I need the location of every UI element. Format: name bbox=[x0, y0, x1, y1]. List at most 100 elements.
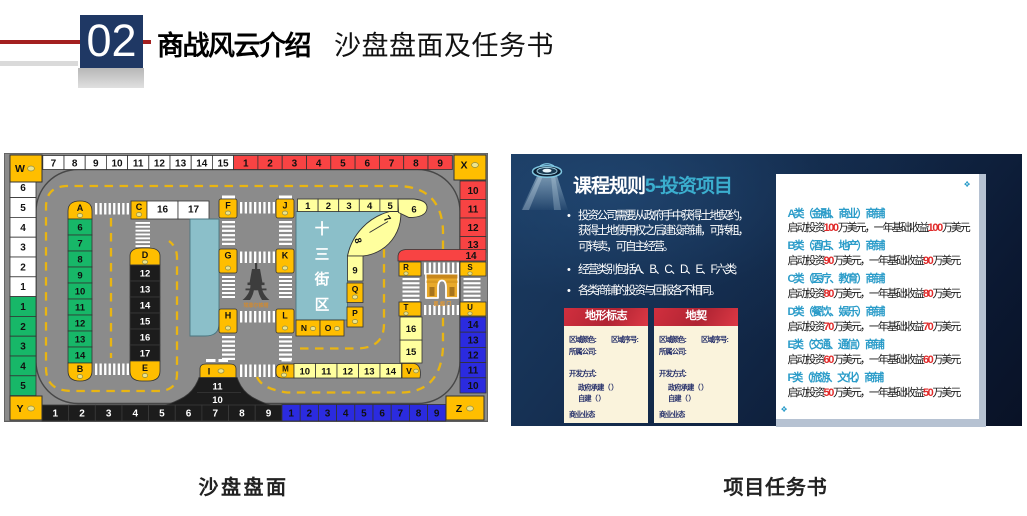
svg-text:Z: Z bbox=[456, 403, 463, 415]
svg-text:16: 16 bbox=[140, 332, 151, 343]
svg-text:10: 10 bbox=[212, 395, 223, 406]
svg-text:12: 12 bbox=[140, 268, 151, 279]
svg-text:13: 13 bbox=[175, 159, 187, 170]
svg-text:6: 6 bbox=[186, 409, 192, 420]
svg-text:十: 十 bbox=[315, 220, 330, 238]
svg-text:17: 17 bbox=[188, 205, 200, 216]
svg-text:4: 4 bbox=[343, 409, 349, 420]
svg-text:13: 13 bbox=[364, 367, 375, 378]
svg-text:7: 7 bbox=[381, 214, 393, 225]
svg-text:2: 2 bbox=[307, 409, 313, 420]
svg-text:2: 2 bbox=[20, 322, 26, 333]
svg-text:8: 8 bbox=[352, 237, 364, 245]
svg-text:10: 10 bbox=[111, 159, 123, 170]
svg-text:T: T bbox=[404, 303, 409, 312]
svg-text:13: 13 bbox=[140, 284, 151, 295]
svg-text:3: 3 bbox=[106, 409, 112, 420]
svg-text:7: 7 bbox=[77, 238, 82, 249]
svg-text:13: 13 bbox=[467, 335, 479, 346]
svg-text:V: V bbox=[406, 366, 412, 376]
svg-text:Q: Q bbox=[352, 284, 359, 294]
svg-text:U: U bbox=[467, 303, 473, 312]
svg-text:3: 3 bbox=[346, 201, 351, 212]
svg-text:10: 10 bbox=[467, 381, 479, 392]
svg-text:16: 16 bbox=[157, 205, 169, 216]
svg-text:17: 17 bbox=[140, 348, 151, 359]
svg-text:1: 1 bbox=[20, 302, 26, 313]
svg-text:14: 14 bbox=[140, 300, 151, 311]
svg-text:14: 14 bbox=[465, 251, 477, 262]
svg-text:11: 11 bbox=[133, 159, 144, 170]
svg-text:2: 2 bbox=[79, 409, 85, 420]
svg-text:3: 3 bbox=[292, 159, 298, 170]
svg-text:6: 6 bbox=[77, 222, 82, 233]
svg-text:10: 10 bbox=[75, 286, 86, 297]
svg-text:C: C bbox=[136, 202, 143, 212]
svg-text:I: I bbox=[208, 367, 211, 377]
svg-text:12: 12 bbox=[154, 159, 166, 170]
svg-text:7: 7 bbox=[389, 159, 395, 170]
svg-text:K: K bbox=[282, 251, 289, 261]
svg-text:N: N bbox=[301, 323, 307, 333]
svg-text:11: 11 bbox=[468, 204, 479, 215]
svg-text:凯 旋 门: 凯 旋 门 bbox=[434, 301, 452, 308]
svg-text:12: 12 bbox=[467, 223, 479, 234]
svg-text:Y: Y bbox=[16, 403, 23, 415]
svg-text:5: 5 bbox=[361, 409, 367, 420]
svg-text:4: 4 bbox=[316, 159, 322, 170]
svg-text:7: 7 bbox=[51, 159, 57, 170]
svg-text:S: S bbox=[467, 263, 473, 272]
svg-text:6: 6 bbox=[20, 183, 26, 194]
svg-text:9: 9 bbox=[434, 409, 440, 420]
svg-text:9: 9 bbox=[93, 159, 99, 170]
svg-text:13: 13 bbox=[467, 240, 479, 251]
svg-text:15: 15 bbox=[406, 347, 417, 358]
svg-text:5: 5 bbox=[388, 201, 394, 212]
svg-text:5: 5 bbox=[340, 159, 346, 170]
svg-text:R: R bbox=[403, 263, 409, 272]
svg-text:区: 区 bbox=[315, 297, 330, 314]
svg-text:3: 3 bbox=[325, 409, 331, 420]
svg-text:2: 2 bbox=[326, 201, 331, 212]
svg-text:A: A bbox=[77, 203, 84, 213]
svg-text:M: M bbox=[282, 365, 289, 374]
svg-text:9: 9 bbox=[266, 409, 272, 420]
svg-text:G: G bbox=[224, 251, 231, 261]
svg-text:5: 5 bbox=[20, 203, 26, 214]
svg-text:16: 16 bbox=[406, 324, 417, 335]
svg-text:B: B bbox=[77, 364, 84, 374]
svg-text:1: 1 bbox=[53, 409, 59, 420]
svg-text:三: 三 bbox=[315, 247, 330, 263]
svg-text:L: L bbox=[282, 311, 288, 321]
svg-text:11: 11 bbox=[212, 382, 223, 393]
svg-text:H: H bbox=[225, 311, 232, 321]
svg-text:14: 14 bbox=[467, 320, 479, 331]
svg-text:1: 1 bbox=[243, 159, 249, 170]
svg-text:7: 7 bbox=[212, 409, 218, 420]
svg-text:11: 11 bbox=[468, 366, 479, 377]
svg-text:J: J bbox=[282, 201, 287, 211]
svg-text:1: 1 bbox=[305, 201, 311, 212]
svg-text:4: 4 bbox=[20, 223, 26, 234]
svg-text:5: 5 bbox=[159, 409, 165, 420]
svg-text:8: 8 bbox=[413, 159, 419, 170]
svg-text:14: 14 bbox=[196, 159, 208, 170]
svg-text:O: O bbox=[325, 323, 332, 333]
svg-text:7: 7 bbox=[398, 409, 404, 420]
svg-text:2: 2 bbox=[20, 262, 26, 273]
svg-text:埃菲尔铁塔: 埃菲尔铁塔 bbox=[243, 302, 269, 309]
svg-text:12: 12 bbox=[75, 318, 86, 329]
svg-text:10: 10 bbox=[467, 186, 479, 197]
svg-text:1: 1 bbox=[288, 409, 294, 420]
svg-text:4: 4 bbox=[132, 409, 138, 420]
svg-text:9: 9 bbox=[352, 266, 357, 277]
svg-text:F: F bbox=[225, 201, 231, 211]
svg-text:15: 15 bbox=[140, 316, 151, 327]
svg-text:11: 11 bbox=[75, 302, 86, 313]
svg-text:D: D bbox=[142, 250, 149, 260]
svg-text:W: W bbox=[15, 163, 25, 175]
svg-text:1: 1 bbox=[20, 282, 26, 293]
svg-text:X: X bbox=[460, 160, 467, 172]
svg-text:9: 9 bbox=[77, 270, 82, 281]
svg-text:15: 15 bbox=[217, 159, 229, 170]
